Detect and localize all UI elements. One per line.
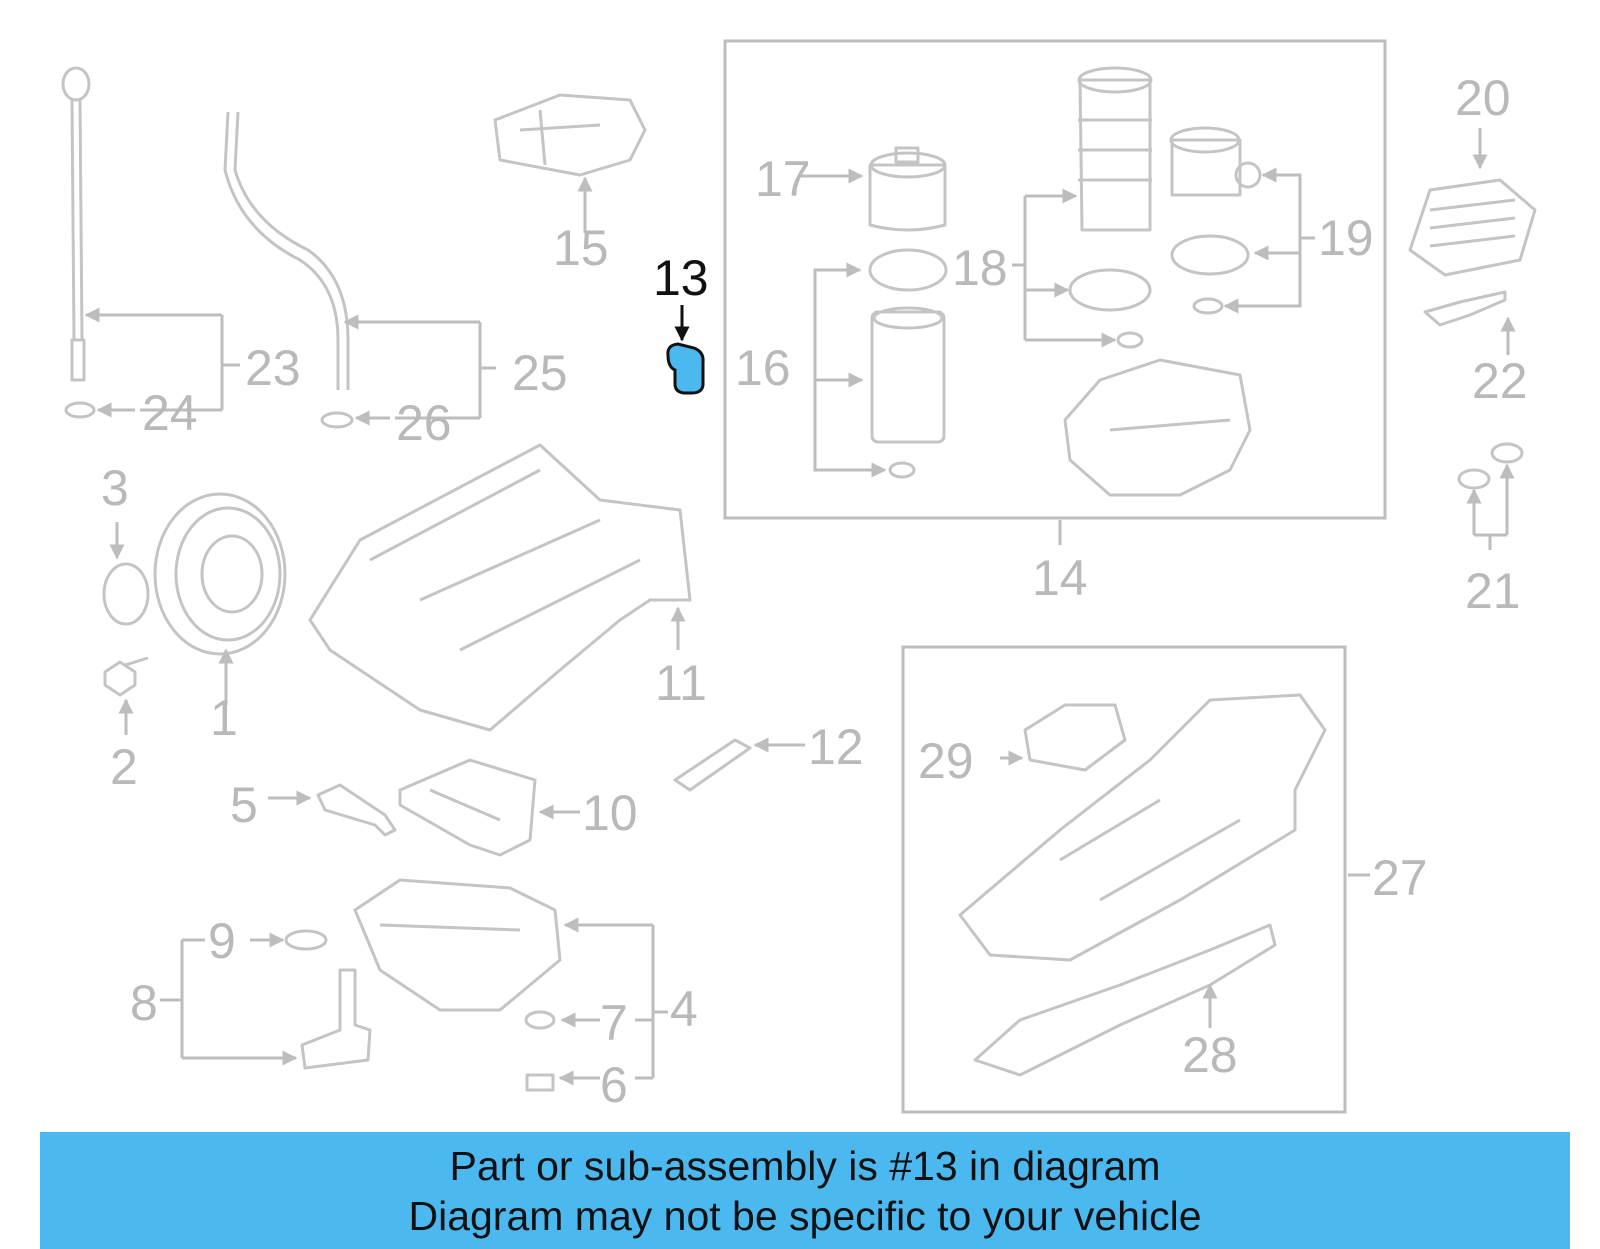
label-27: 27: [1372, 850, 1428, 906]
label-28: 28: [1182, 1027, 1238, 1083]
part-19-thermostat: [1169, 126, 1262, 197]
label-8: 8: [130, 975, 158, 1031]
label-19: 19: [1318, 210, 1374, 266]
part-12-sealant: [673, 738, 752, 792]
part-6-plug: [525, 1073, 555, 1092]
part-13-highlighted: [666, 342, 705, 395]
group-frame-14: [723, 39, 1387, 520]
group-frame-27: [901, 645, 1347, 1114]
part-2-bolt: [103, 656, 149, 697]
part-21-seal-b: [1490, 442, 1524, 464]
leader-lines: [84, 128, 1516, 1086]
label-6: 6: [600, 1057, 628, 1113]
part-18-oring-a: [1068, 268, 1152, 312]
label-29: 29: [918, 733, 974, 789]
part-10-baffle: [398, 758, 537, 857]
part-dipstick: [61, 66, 96, 419]
label-11: 11: [655, 655, 707, 711]
label-22: 22: [1472, 353, 1528, 409]
label-15: 15: [553, 220, 609, 276]
part-18-housing: [1077, 66, 1153, 232]
part-dipstick-tube: [223, 111, 354, 429]
banner-line-disclaimer: Diagram may not be specific to your vehi…: [408, 1192, 1202, 1239]
part-28-gasket: [973, 923, 1277, 1077]
part-20-oil-cooler: [1408, 178, 1537, 277]
label-18: 18: [952, 240, 1008, 296]
label-12: 12: [808, 719, 864, 775]
part-16-oring-top: [868, 248, 948, 292]
label-3: 3: [101, 460, 129, 516]
label-23: 23: [245, 340, 301, 396]
label-4: 4: [670, 981, 698, 1037]
part-8-sensor: [300, 968, 372, 1070]
banner-line-part: Part or sub-assembly is #13 in diagram: [449, 1142, 1161, 1189]
label-21: 21: [1465, 563, 1521, 619]
part-16-oring-bottom: [888, 461, 916, 479]
label-14: 14: [1032, 550, 1088, 606]
label-9: 9: [208, 913, 236, 969]
part-17-filter-cap: [868, 146, 947, 232]
label-25: 25: [512, 345, 568, 401]
part-15-cover: [493, 93, 647, 177]
part-11-oil-pan-upper: [308, 443, 692, 732]
part-29-gasket: [1023, 703, 1127, 772]
label-17: 17: [755, 151, 811, 207]
part-16-filter-element: [870, 306, 946, 444]
label-13-highlighted: 13: [653, 250, 709, 306]
label-5: 5: [230, 777, 258, 833]
label-7: 7: [600, 995, 628, 1051]
part-5-sealant: [316, 783, 397, 837]
info-banner: Part or sub-assembly is #13 in diagram D…: [40, 1132, 1570, 1249]
part-27-intake-manifold: [958, 693, 1327, 962]
part-3-washer: [102, 562, 150, 626]
part-21-seal-a: [1457, 468, 1491, 490]
label-1: 1: [210, 690, 238, 746]
part-4-lower-pan: [353, 878, 562, 1012]
label-24: 24: [142, 385, 198, 441]
part-19-oring-small: [1192, 297, 1224, 315]
label-10: 10: [582, 785, 638, 841]
label-20: 20: [1455, 70, 1511, 126]
part-22-gasket: [1423, 290, 1507, 327]
label-16: 16: [735, 340, 791, 396]
part-7-seal: [524, 1010, 556, 1030]
part-9-oring: [284, 929, 328, 951]
label-26: 26: [396, 395, 452, 451]
part-14-module-body: [1063, 358, 1252, 497]
part-19-oring: [1170, 234, 1250, 276]
label-2: 2: [110, 739, 138, 795]
part-pulley: [153, 492, 287, 656]
part-18-oring-b: [1116, 331, 1144, 349]
